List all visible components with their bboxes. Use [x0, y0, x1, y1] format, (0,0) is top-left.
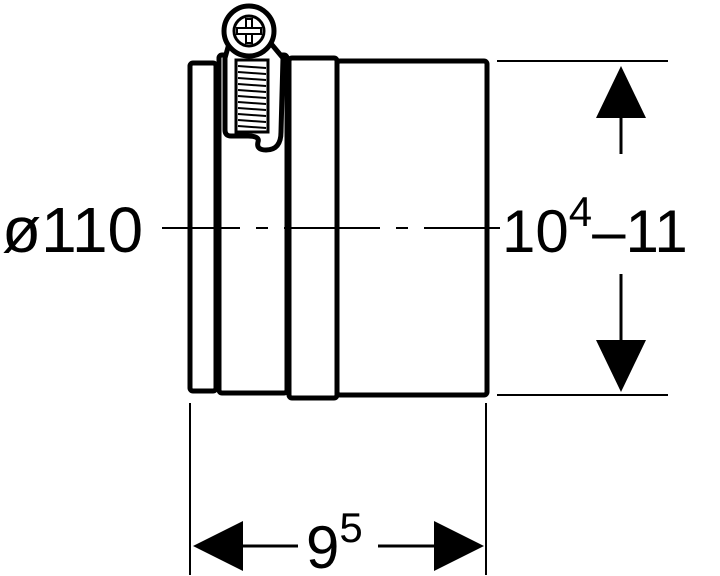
height-label-base: 10 — [502, 198, 569, 265]
arrow-left-icon — [193, 521, 243, 571]
height-label: 104–11 — [502, 188, 688, 265]
height-label-dash: – — [592, 198, 626, 265]
width-dimension — [189, 403, 487, 575]
clamp-housing — [221, 3, 286, 153]
worm-thread-lines — [237, 65, 267, 129]
arrow-down-icon — [596, 340, 646, 392]
width-label-sup: 5 — [339, 504, 362, 551]
width-label: 95 — [306, 504, 363, 576]
phillips-screw-icon — [221, 3, 277, 59]
width-label-base: 9 — [306, 514, 339, 576]
height-dimension — [497, 60, 668, 396]
height-label-sup: 4 — [569, 188, 592, 235]
arrow-up-icon — [596, 66, 646, 118]
height-label-tail: 11 — [625, 198, 687, 265]
diameter-label: ø110 — [2, 194, 143, 266]
arrow-right-icon — [434, 521, 484, 571]
